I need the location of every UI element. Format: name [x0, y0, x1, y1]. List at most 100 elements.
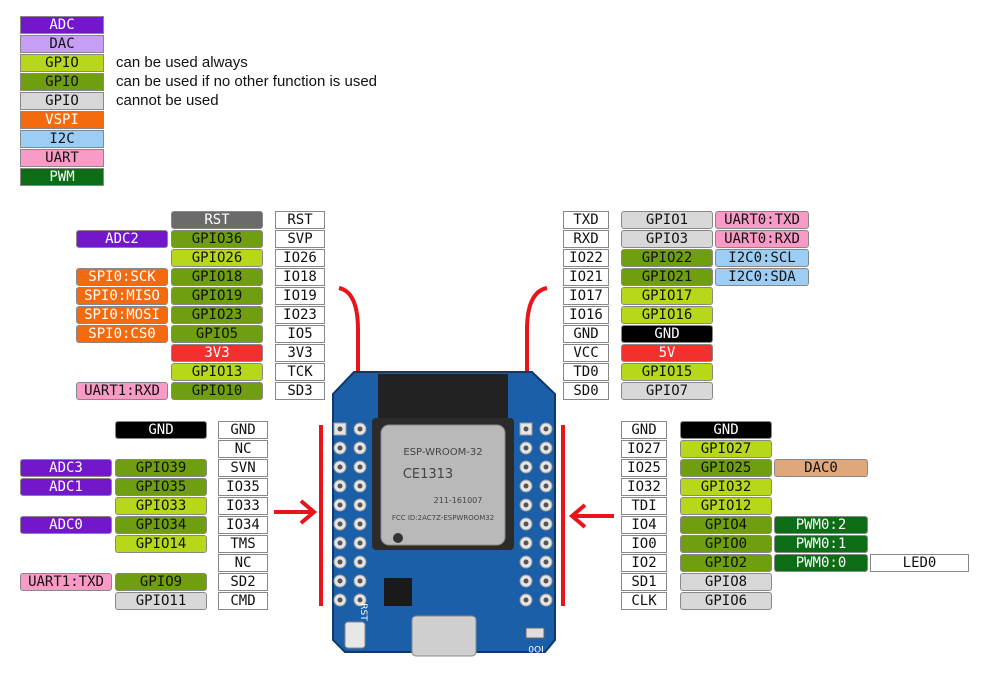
- legend-swatch-i2c: I2C: [20, 130, 104, 148]
- header-hole-center: [357, 578, 363, 584]
- bottom_left-pin-gpio39: GPIO39: [115, 459, 207, 477]
- header-hole-center: [357, 521, 363, 527]
- bottom_right-pin-led0: LED0: [870, 554, 969, 572]
- top_left-pin-gpio26: GPIO26: [171, 249, 263, 267]
- legend-desc-gpio_never: cannot be used: [116, 92, 219, 109]
- legend-desc-gpio_always: can be used always: [116, 54, 248, 71]
- header-hole-center: [523, 445, 529, 451]
- header-hole-center: [523, 521, 529, 527]
- header-hole-center: [543, 483, 549, 489]
- header-hole-center: [523, 426, 529, 432]
- bottom_left-pin-gpio14: GPIO14: [115, 535, 207, 553]
- header-hole-center: [337, 521, 343, 527]
- top_right-pin-gnd: GND: [621, 325, 713, 343]
- bottom_right-pin-pwm0-2: PWM0:2: [774, 516, 868, 534]
- header-hole-center: [357, 445, 363, 451]
- top_right-pin-td0: TD0: [563, 363, 609, 381]
- top_right-pin-gpio3: GPIO3: [621, 230, 713, 248]
- bottom_right-pin-pwm0-0: PWM0:0: [774, 554, 868, 572]
- antenna-area: [378, 374, 508, 418]
- bottom_right-pin-io32: IO32: [621, 478, 667, 496]
- bottom_left-pin-svn: SVN: [218, 459, 268, 477]
- legend-swatch-vspi: VSPI: [20, 111, 104, 129]
- bottom_right-pin-gpio2: GPIO2: [680, 554, 772, 572]
- top_left-pin-spi0-mosi: SPI0:MOSI: [76, 306, 168, 324]
- bottom_left-pin-gnd: GND: [115, 421, 207, 439]
- legend-swatch-adc: ADC: [20, 16, 104, 34]
- bottom_left-pin-gpio11: GPIO11: [115, 592, 207, 610]
- legend-desc-gpio_maybe: can be used if no other function is used: [116, 73, 378, 90]
- header-hole-center: [543, 445, 549, 451]
- bottom_right-pin-gpio6: GPIO6: [680, 592, 772, 610]
- header-hole-center: [523, 540, 529, 546]
- bottom_left-pin-gnd: GND: [218, 421, 268, 439]
- bottom_right-pin-io4: IO4: [621, 516, 667, 534]
- top_left-pin-gpio5: GPIO5: [171, 325, 263, 343]
- header-hole-center: [357, 464, 363, 470]
- header-hole-center: [543, 521, 549, 527]
- header-hole-center: [543, 502, 549, 508]
- bottom_right-pin-gnd: GND: [680, 421, 772, 439]
- legend-swatch-gpio_always: GPIO: [20, 54, 104, 72]
- top_left-pin-gpio36: GPIO36: [171, 230, 263, 248]
- module-name-text: ESP-WROOM-32: [403, 447, 482, 458]
- cert-id-text: 211-161007: [434, 496, 483, 505]
- bottom_right-pin-gpio32: GPIO32: [680, 478, 772, 496]
- header-hole-center: [523, 559, 529, 565]
- header-hole-center: [543, 464, 549, 470]
- legend-swatch-gpio_maybe: GPIO: [20, 73, 104, 91]
- bottom_right-pin-gnd: GND: [621, 421, 667, 439]
- header-hole-center: [357, 540, 363, 546]
- bottom_left-pin-gpio9: GPIO9: [115, 573, 207, 591]
- top_left-pin-adc2: ADC2: [76, 230, 168, 248]
- bottom_left-pin-io33: IO33: [218, 497, 268, 515]
- header-hole-center: [337, 540, 343, 546]
- header-hole-center: [543, 559, 549, 565]
- bottom_left-pin-gpio33: GPIO33: [115, 497, 207, 515]
- top_left-pin-svp: SVP: [275, 230, 325, 248]
- top_right-pin-gnd: GND: [563, 325, 609, 343]
- header-hole-center: [543, 597, 549, 603]
- header-holes: [333, 422, 553, 607]
- bottom_left-pin-adc0: ADC0: [20, 516, 112, 534]
- bottom_right-pin-gpio8: GPIO8: [680, 573, 772, 591]
- module-can: [380, 424, 506, 546]
- top_right-pin-5v: 5V: [621, 344, 713, 362]
- header-hole-center: [337, 445, 343, 451]
- top_right-pin-io21: IO21: [563, 268, 609, 286]
- top_right-pin-gpio15: GPIO15: [621, 363, 713, 381]
- bottom_right-pin-gpio12: GPIO12: [680, 497, 772, 515]
- bottom_right-pin-io0: IO0: [621, 535, 667, 553]
- top_left-pin-gpio23: GPIO23: [171, 306, 263, 324]
- top_right-pin-io22: IO22: [563, 249, 609, 267]
- top_right-pin-txd: TXD: [563, 211, 609, 229]
- header-hole-center: [523, 578, 529, 584]
- top-right-curved-arrow: [525, 286, 548, 400]
- header-hole-center: [337, 559, 343, 565]
- bottom_left-pin-nc: NC: [218, 554, 268, 572]
- bottom_left-pin-gpio35: GPIO35: [115, 478, 207, 496]
- io0-silkscreen: IO0: [528, 643, 544, 653]
- top_right-pin-io16: IO16: [563, 306, 609, 324]
- header-hole-center: [523, 502, 529, 508]
- top_right-pin-gpio7: GPIO7: [621, 382, 713, 400]
- top_right-pin-uart0-rxd: UART0:RXD: [715, 230, 809, 248]
- header-hole-center: [357, 426, 363, 432]
- led: [525, 627, 545, 639]
- header-hole-center: [523, 597, 529, 603]
- header-hole-center: [337, 464, 343, 470]
- header-hole-center: [523, 464, 529, 470]
- top_left-pin-spi0-cs0: SPI0:CS0: [76, 325, 168, 343]
- bottom_right-pin-gpio25: GPIO25: [680, 459, 772, 477]
- top_left-pin-io5: IO5: [275, 325, 325, 343]
- header-hole-center: [543, 426, 549, 432]
- top_right-pin-gpio17: GPIO17: [621, 287, 713, 305]
- top_left-pin-tck: TCK: [275, 363, 325, 381]
- top_right-pin-vcc: VCC: [563, 344, 609, 362]
- bottom_right-pin-io27: IO27: [621, 440, 667, 458]
- top_left-pin-spi0-miso: SPI0:MISO: [76, 287, 168, 305]
- bottom_left-pin-tms: TMS: [218, 535, 268, 553]
- top_left-pin-gpio18: GPIO18: [171, 268, 263, 286]
- header-hole-center: [337, 578, 343, 584]
- header-hole-center: [337, 502, 343, 508]
